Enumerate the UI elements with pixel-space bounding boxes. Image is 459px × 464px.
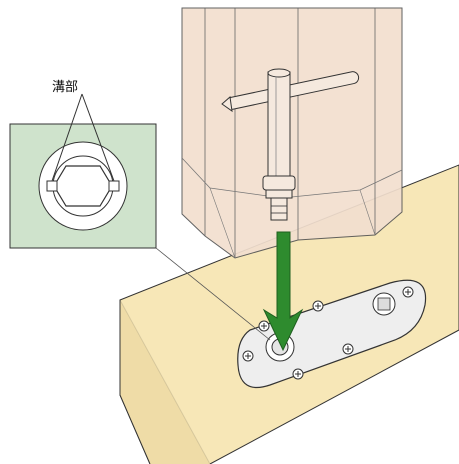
- down-arrow-icon: [262, 231, 304, 352]
- mounting-plate: [237, 279, 427, 389]
- t-handle-hex-wrench-icon: [221, 68, 360, 221]
- detail-inset: [9, 93, 157, 249]
- groove-callout-label: 溝部: [52, 80, 79, 95]
- table-leg: [181, 7, 403, 259]
- phillips-screw-icon: [242, 286, 414, 380]
- callout-leader: [155, 247, 271, 341]
